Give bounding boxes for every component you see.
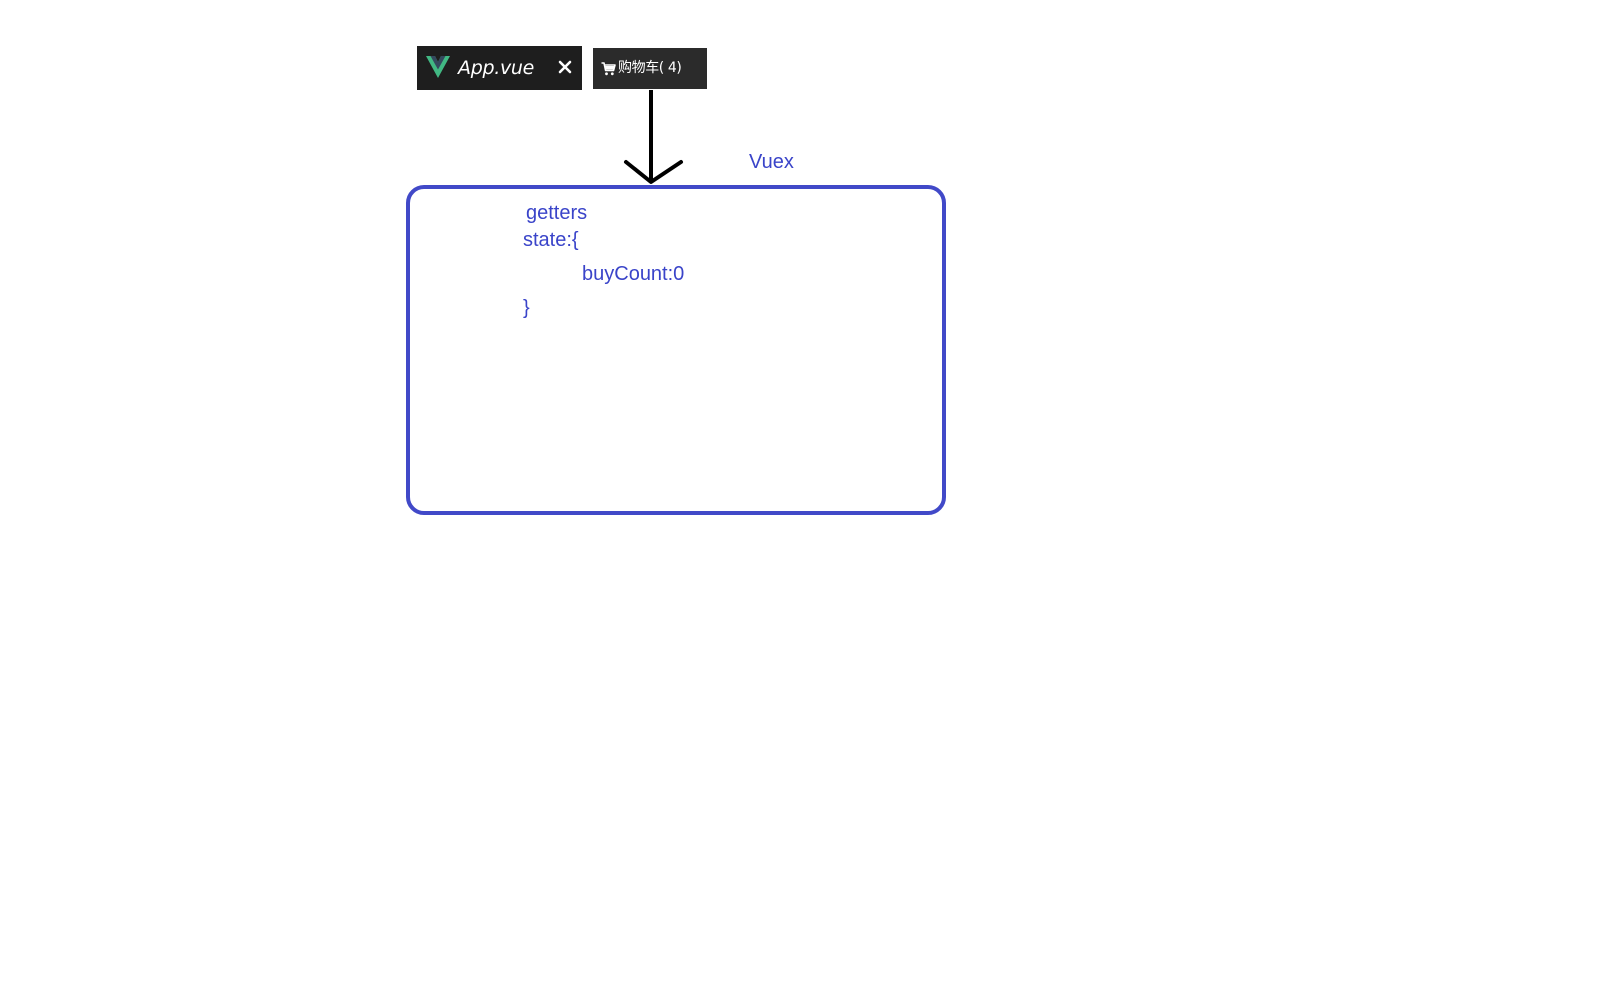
down-arrow-icon [624, 90, 683, 184]
state-close-label: } [523, 297, 530, 319]
tab-label: App.vue [458, 57, 535, 79]
state-open-label: state:{ [523, 229, 579, 251]
vuex-label: Vuex [749, 151, 794, 173]
vuex-store-box [406, 185, 946, 515]
shopping-cart-icon [601, 62, 616, 76]
cart-button[interactable]: 购物车( 4) [593, 48, 707, 89]
close-icon[interactable] [557, 58, 573, 76]
app-vue-tab[interactable]: App.vue [417, 46, 582, 90]
vue-logo-icon [426, 56, 450, 78]
buy-count-label: buyCount:0 [582, 263, 685, 285]
getters-label: getters [526, 202, 588, 224]
cart-label: 购物车( 4) [618, 60, 682, 76]
